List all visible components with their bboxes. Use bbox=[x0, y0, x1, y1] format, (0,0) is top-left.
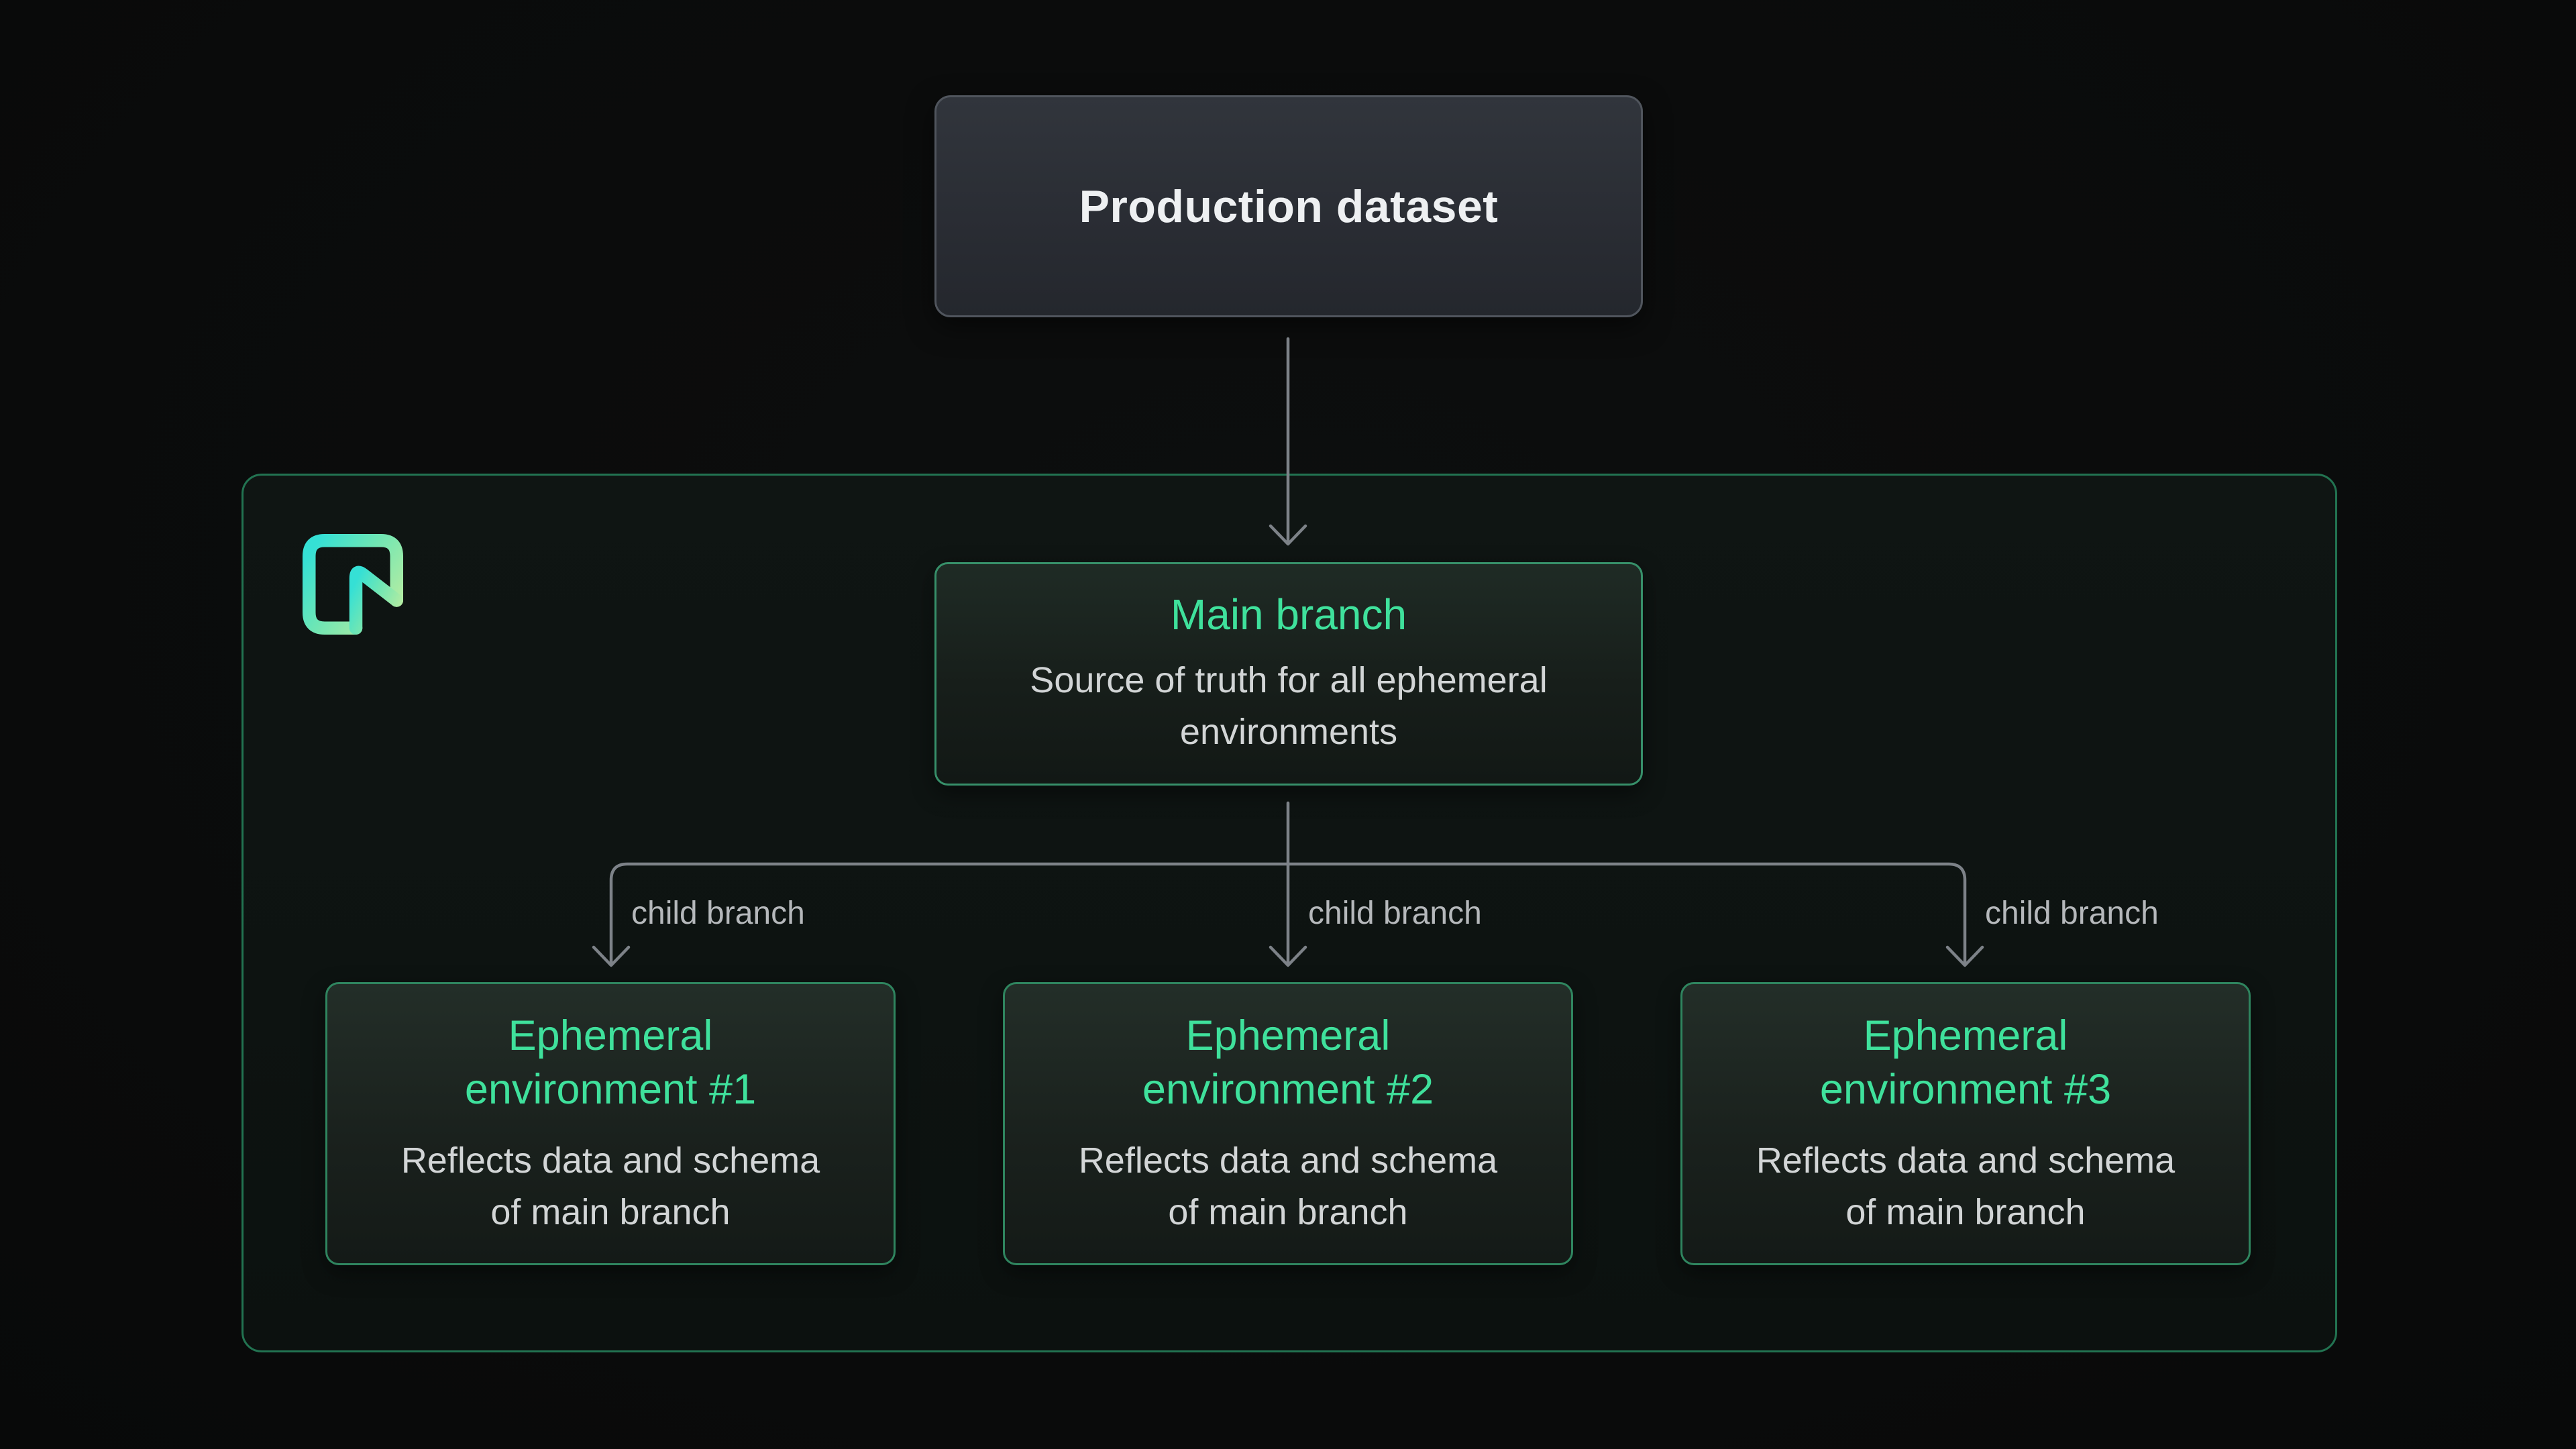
env3-title-line2: environment #3 bbox=[1820, 1063, 2111, 1116]
ephemeral-environment-3-box: Ephemeral environment #3 Reflects data a… bbox=[1680, 982, 2251, 1265]
main-branch-subtitle: Source of truth for all ephemeral enviro… bbox=[1030, 655, 1547, 758]
ephemeral-environment-2-box: Ephemeral environment #2 Reflects data a… bbox=[1003, 982, 1573, 1265]
ephemeral-environment-3-title: Ephemeral environment #3 bbox=[1820, 1009, 2111, 1116]
env1-body-line1: Reflects data and schema bbox=[401, 1135, 820, 1187]
production-dataset-box: Production dataset bbox=[934, 95, 1643, 317]
ephemeral-environment-1-title: Ephemeral environment #1 bbox=[465, 1009, 756, 1116]
env3-title-line1: Ephemeral bbox=[1820, 1009, 2111, 1063]
child-branch-label-2: child branch bbox=[1308, 895, 1482, 932]
child-branch-label-3: child branch bbox=[1985, 895, 2159, 932]
production-dataset-label: Production dataset bbox=[1079, 180, 1499, 233]
env1-body-line2: of main branch bbox=[401, 1187, 820, 1238]
env3-body-line1: Reflects data and schema bbox=[1756, 1135, 2175, 1187]
main-branch-subtitle-line1: Source of truth for all ephemeral bbox=[1030, 655, 1547, 706]
ephemeral-environment-1-box: Ephemeral environment #1 Reflects data a… bbox=[325, 982, 896, 1265]
main-branch-box: Main branch Source of truth for all ephe… bbox=[934, 562, 1643, 786]
main-branch-title: Main branch bbox=[1171, 590, 1407, 639]
env2-body-line2: of main branch bbox=[1079, 1187, 1497, 1238]
env2-title-line1: Ephemeral bbox=[1142, 1009, 1434, 1063]
child-branch-label-1: child branch bbox=[631, 895, 805, 932]
env1-title-line1: Ephemeral bbox=[465, 1009, 756, 1063]
neon-logo-icon bbox=[303, 533, 403, 635]
ephemeral-environment-3-body: Reflects data and schema of main branch bbox=[1756, 1135, 2175, 1238]
ephemeral-environment-1-body: Reflects data and schema of main branch bbox=[401, 1135, 820, 1238]
env2-body-line1: Reflects data and schema bbox=[1079, 1135, 1497, 1187]
ephemeral-environment-2-body: Reflects data and schema of main branch bbox=[1079, 1135, 1497, 1238]
env2-title-line2: environment #2 bbox=[1142, 1063, 1434, 1116]
env1-title-line2: environment #1 bbox=[465, 1063, 756, 1116]
env3-body-line2: of main branch bbox=[1756, 1187, 2175, 1238]
ephemeral-environment-2-title: Ephemeral environment #2 bbox=[1142, 1009, 1434, 1116]
main-branch-subtitle-line2: environments bbox=[1030, 706, 1547, 758]
